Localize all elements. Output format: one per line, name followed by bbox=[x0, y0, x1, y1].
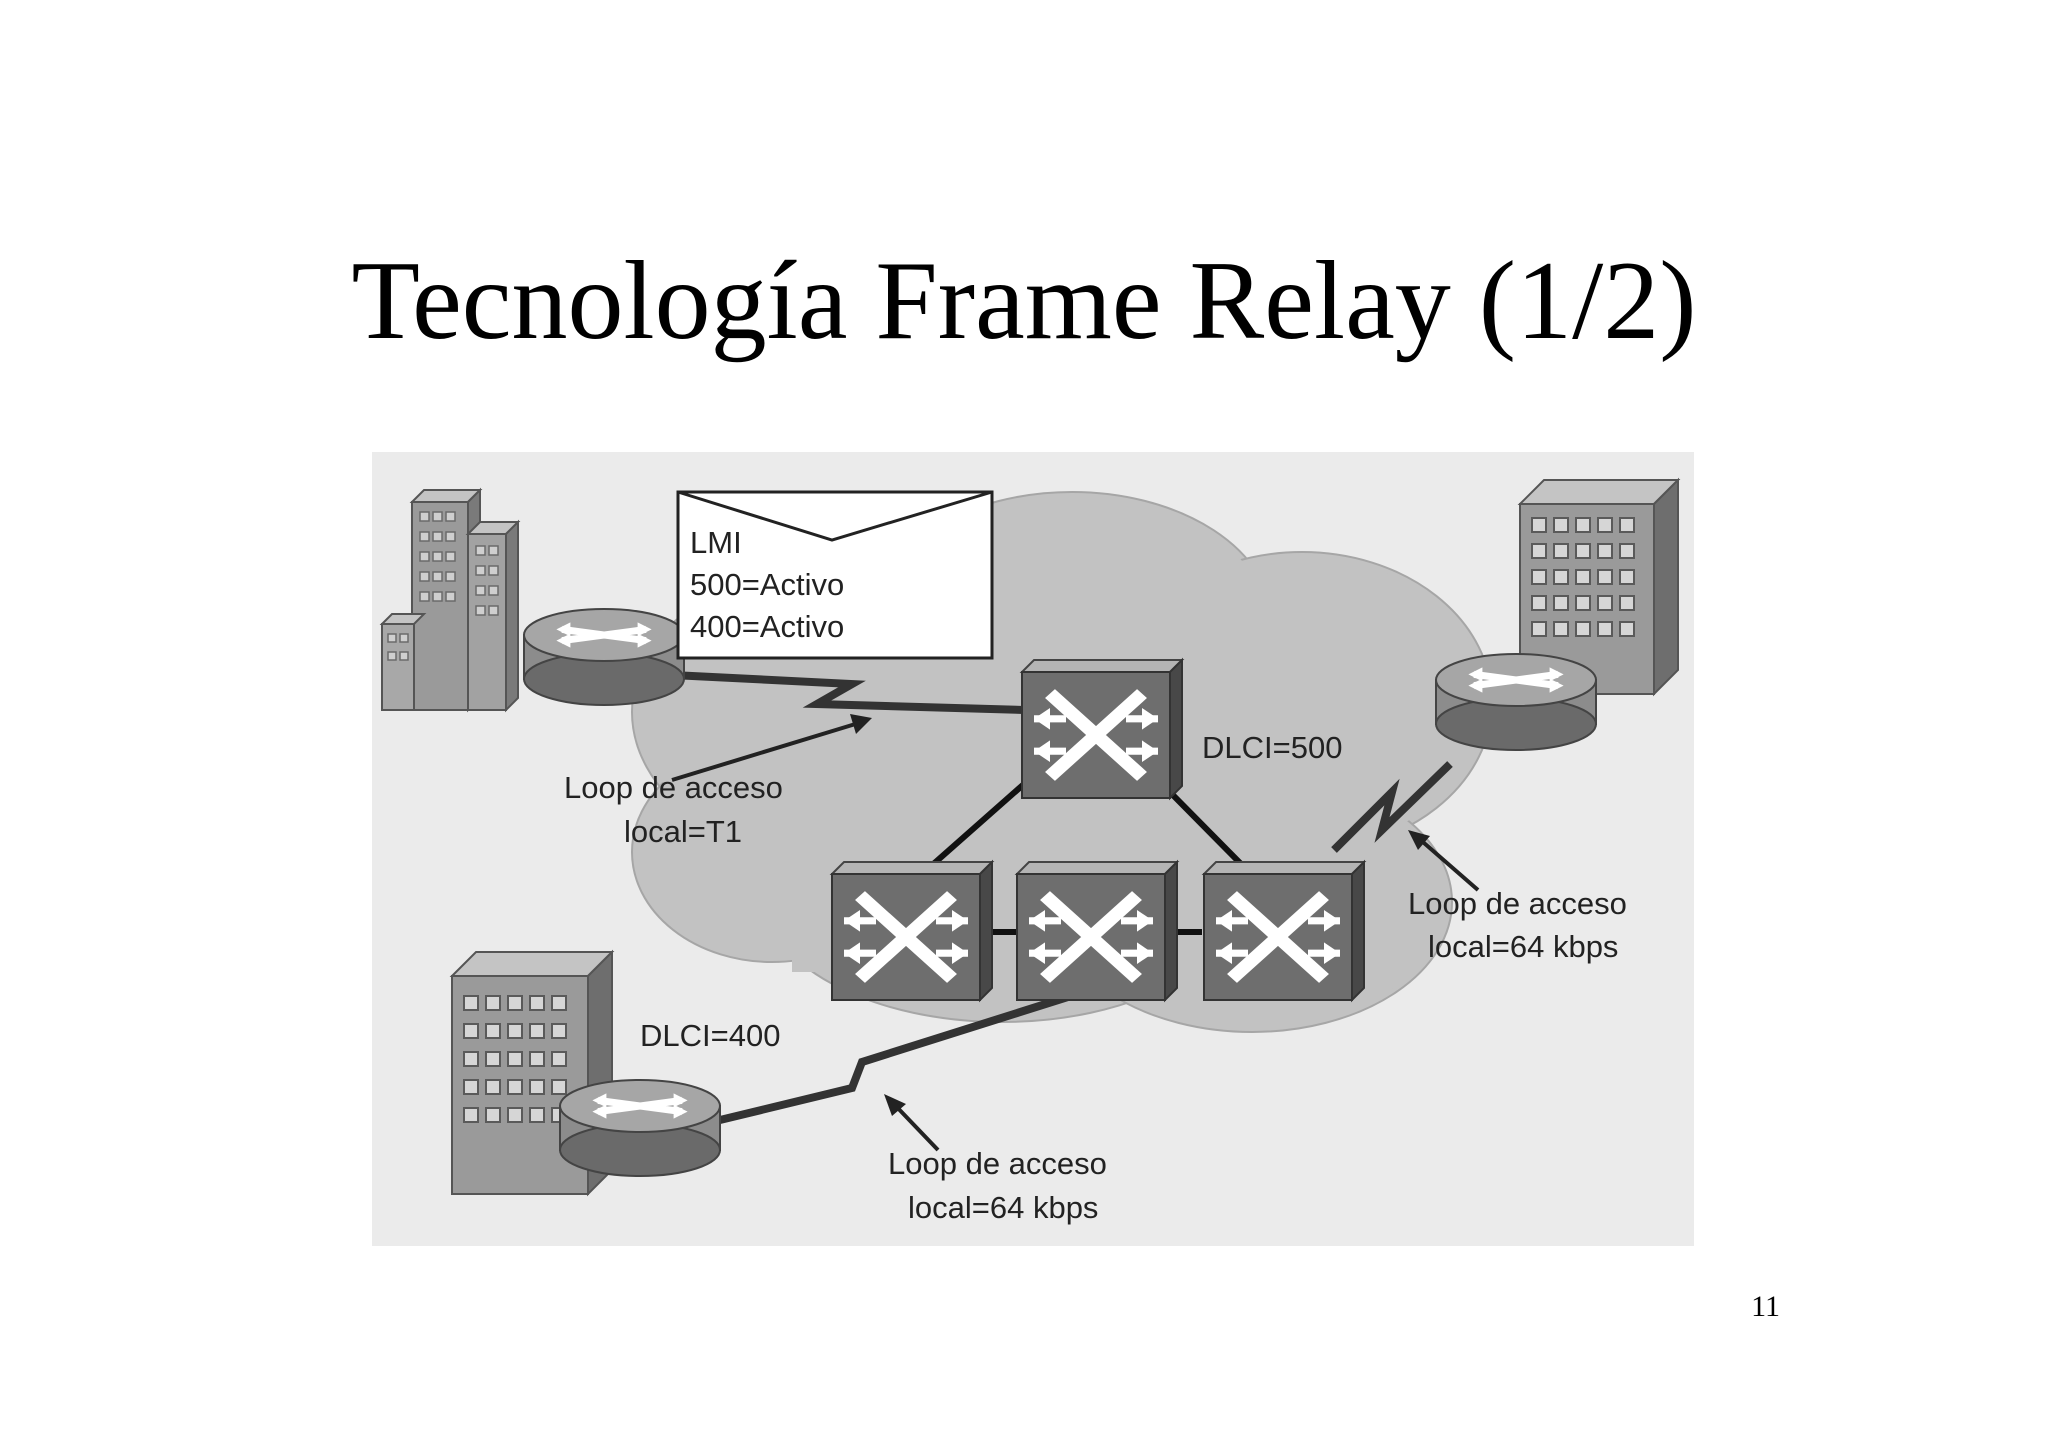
frame-relay-switch-right bbox=[1201, 859, 1367, 1003]
lmi-envelope: LMI 500=Activo 400=Activo bbox=[676, 490, 994, 660]
frame-relay-switch-left bbox=[829, 859, 995, 1003]
access-link-right bbox=[1331, 761, 1453, 853]
building-bottom-left bbox=[449, 949, 615, 1197]
lmi-title: LMI bbox=[690, 525, 742, 560]
label-access-loop-bottom-2: local=64 kbps bbox=[908, 1190, 1098, 1225]
label-access-loop-t1-1: Loop de acceso bbox=[564, 770, 783, 805]
label-access-loop-right-2: local=64 kbps bbox=[1428, 929, 1618, 964]
router-top-left bbox=[523, 608, 685, 706]
access-link-t1 bbox=[671, 671, 1025, 714]
label-access-loop-right-1: Loop de acceso bbox=[1408, 886, 1627, 921]
frame-relay-diagram: LMI 500=Activo 400=Activo Loop de acceso… bbox=[372, 452, 1694, 1246]
slide-title: Tecnología Frame Relay (1/2) bbox=[351, 239, 1697, 363]
pointer-arrows bbox=[671, 714, 1480, 1152]
router-bottom-left bbox=[559, 1079, 721, 1177]
router-top-right bbox=[1435, 653, 1597, 751]
lmi-line-400: 400=Activo bbox=[690, 609, 844, 644]
lmi-line-500: 500=Activo bbox=[690, 567, 844, 602]
label-dlci-400: DLCI=400 bbox=[640, 1018, 780, 1053]
label-access-loop-t1-2: local=T1 bbox=[624, 814, 742, 849]
frame-relay-switch-center bbox=[1014, 859, 1180, 1003]
frame-relay-switch-top bbox=[1019, 657, 1185, 801]
page-number: 11 bbox=[1751, 1290, 1780, 1323]
building-top-left bbox=[379, 487, 521, 713]
label-access-loop-bottom-1: Loop de acceso bbox=[888, 1146, 1107, 1181]
building-top-right bbox=[1517, 477, 1681, 697]
label-dlci-500: DLCI=500 bbox=[1202, 730, 1342, 765]
access-link-bottom bbox=[719, 986, 1092, 1124]
